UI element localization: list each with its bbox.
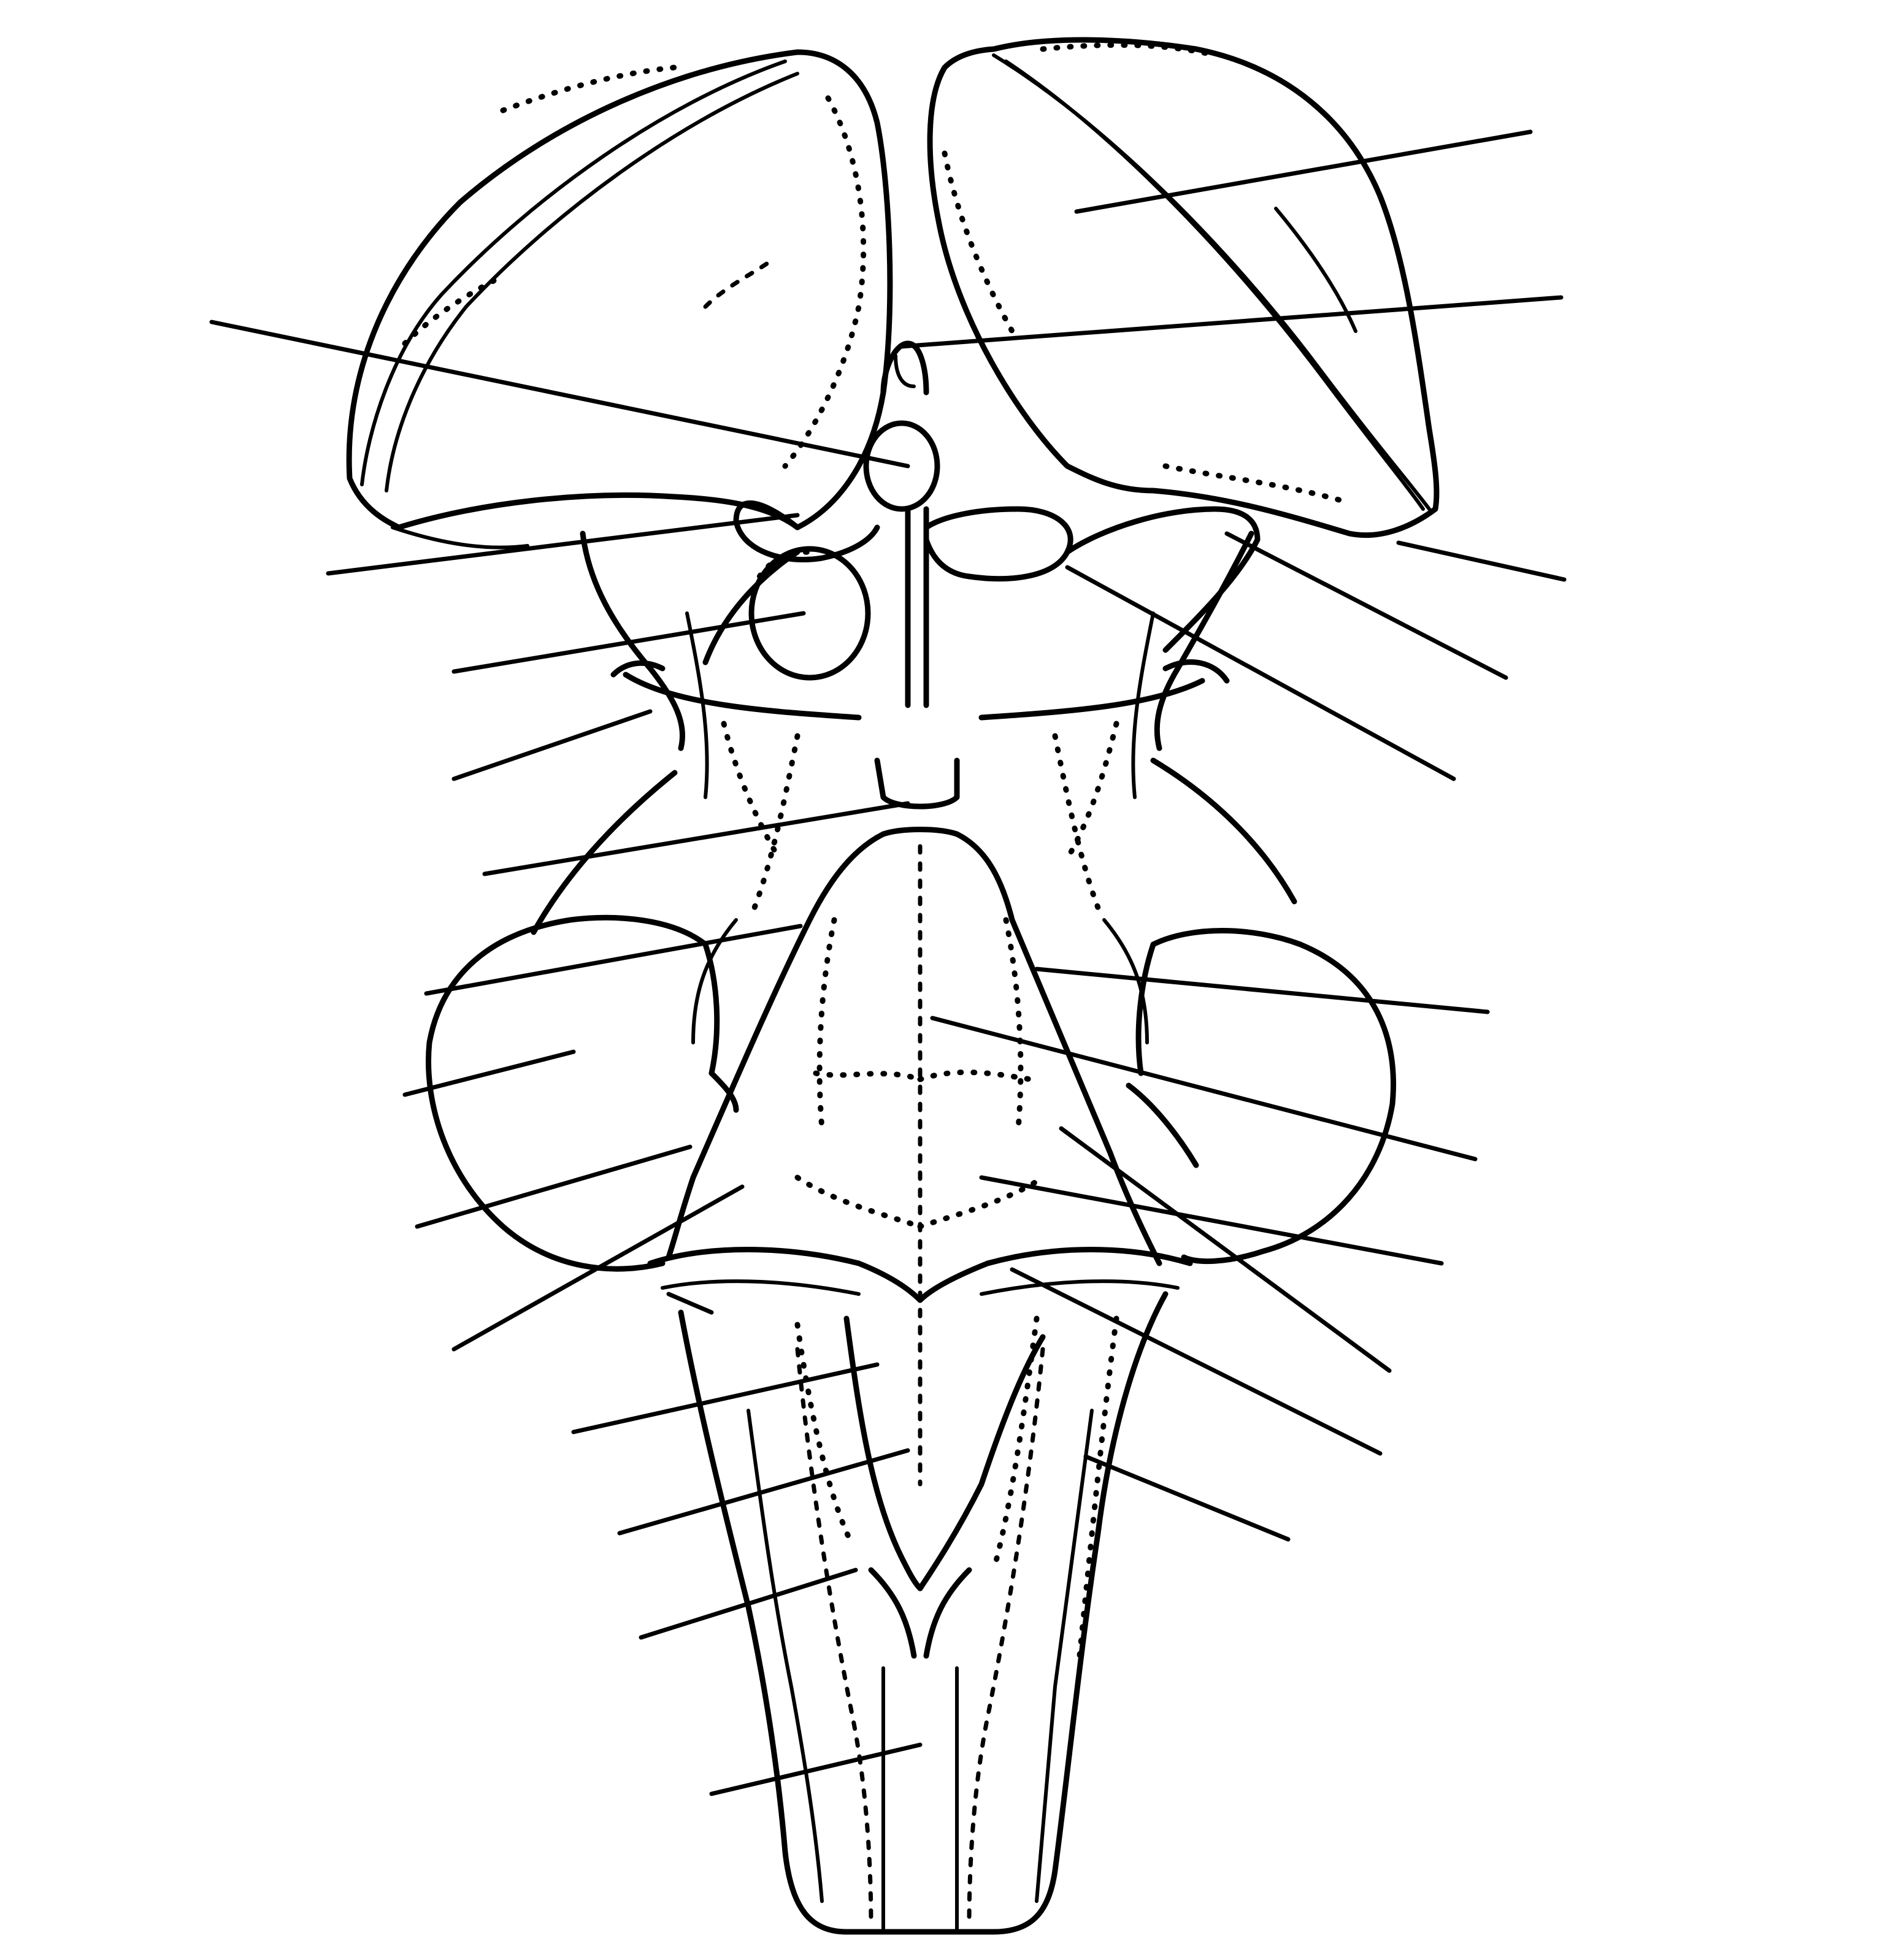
label-line-9 <box>451 709 653 781</box>
optic-tracts <box>702 506 1261 665</box>
right-large-oval <box>1126 928 1396 1265</box>
central-triangle <box>666 827 1162 1487</box>
label-line-8 <box>1065 565 1456 781</box>
label-line-7 <box>451 611 806 674</box>
midbrain <box>580 530 1254 911</box>
left-rounded-structure <box>748 546 871 681</box>
label-line-24 <box>709 1742 923 1796</box>
label-line-20 <box>571 1362 880 1434</box>
label-line-23 <box>639 1568 858 1640</box>
label-line-6 <box>1224 531 1508 680</box>
label-line-10 <box>482 801 910 876</box>
left-hemisphere <box>346 49 893 549</box>
label-lines <box>209 129 1567 1796</box>
label-line-1 <box>1074 129 1533 214</box>
label-line-26 <box>666 1292 714 1315</box>
label-line-2 <box>899 295 1564 349</box>
label-line-3 <box>209 320 910 469</box>
midline-structures <box>733 340 1073 708</box>
label-line-21 <box>1083 1454 1291 1542</box>
right-hemisphere <box>927 37 1440 538</box>
label-line-15 <box>415 1144 693 1229</box>
label-line-14 <box>930 1016 1478 1162</box>
pons <box>531 757 1297 935</box>
label-line-11 <box>424 924 803 996</box>
label-line-19 <box>1010 1267 1383 1456</box>
label-line-17 <box>451 1184 745 1352</box>
medulla <box>678 1291 1169 1935</box>
label-line-13 <box>402 1049 576 1097</box>
label-line-16 <box>979 1175 1444 1266</box>
label-line-4 <box>1396 540 1567 582</box>
label-line-12 <box>1034 967 1490 1014</box>
label-line-18 <box>1059 1126 1392 1373</box>
label-line-22 <box>617 1448 910 1536</box>
label-line-5 <box>326 513 800 576</box>
transverse-band <box>647 1247 1193 1303</box>
